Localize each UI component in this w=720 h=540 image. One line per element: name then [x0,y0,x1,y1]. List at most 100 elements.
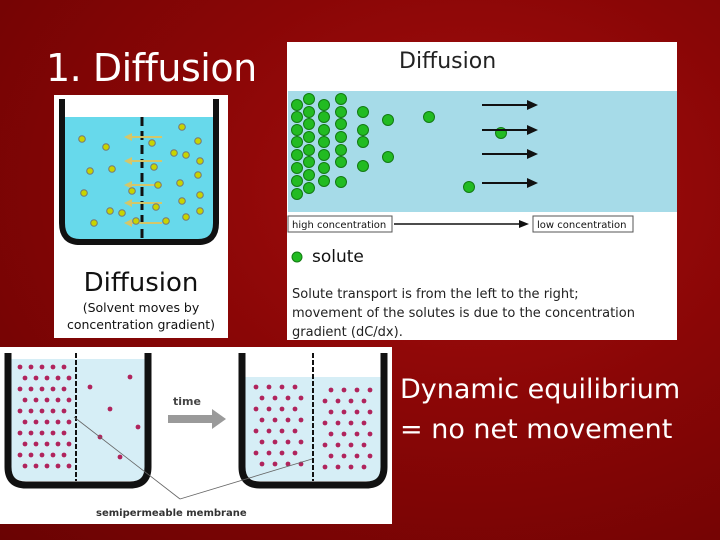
flow-arrowhead [124,199,132,207]
solute-particle [285,395,291,401]
left-container-wall [4,353,152,489]
solvent-particle [178,123,186,131]
solvent-particle [86,167,94,175]
solvent-particle [196,207,204,215]
transport-channel [288,91,677,212]
solute-particle [361,398,367,404]
solute-particle [303,106,315,118]
solute-particle [39,430,45,436]
solute-particle [55,463,61,469]
flow-arrows [482,100,538,188]
solute-particle [354,409,360,415]
low-concentration-label: low concentration [537,220,627,231]
solute-particle [279,384,285,390]
solute-particle [87,384,93,390]
equilibrium-diagram: time semipermeable membrane [0,347,392,524]
solute-particle [303,182,315,194]
solute-particle [318,124,330,136]
description-line2: movement of the solutes is due to the co… [292,306,635,321]
solute-particle [335,156,347,168]
solute-particle [44,397,50,403]
solute-particle [55,375,61,381]
solute-particle [423,111,435,123]
solute-particle [66,397,72,403]
solute-particle [22,441,28,447]
solute-particle [50,364,56,370]
solvent-particle [182,213,190,221]
solvent-particle [118,209,126,217]
solute-particle [303,144,315,156]
solute-particle [55,441,61,447]
beaker-svg: Diffusion (Solvent moves by concentratio… [59,99,219,332]
solvent-particle [150,163,158,171]
solute-particle [61,430,67,436]
solute-particle [318,99,330,111]
solute-particle [17,386,23,392]
solute-particle [303,131,315,143]
solute-particle [28,364,34,370]
solvent-particle [182,151,190,159]
equilibrium-svg: time semipermeable membrane [4,353,388,519]
solute-particle [341,387,347,393]
flow-arrowhead [124,181,132,189]
solute-particle [272,439,278,445]
solute-particle [335,464,341,470]
slide-title: 1. Diffusion [46,46,257,90]
solute-particle [292,384,298,390]
solute-particle [335,93,347,105]
solute-particle [285,461,291,467]
description-line1: Solute transport is from the left to the… [292,287,579,302]
solvent-particle [152,203,160,211]
solute-particle [66,441,72,447]
flow-arrowhead [124,133,132,141]
solute-particle [291,124,303,136]
solute-particle [253,406,259,412]
solute-particle [382,114,394,126]
solute-particle [44,375,50,381]
solute-particle [50,452,56,458]
solute-particle [335,398,341,404]
solute-particle [335,118,347,130]
solute-particle [266,428,272,434]
solute-particle [335,176,347,188]
solvent-particle [162,217,170,225]
solute-particle [259,395,265,401]
solute-particle [367,453,373,459]
solute-particle [127,374,133,380]
solute-particle [298,439,304,445]
right-container-water [244,377,384,481]
solute-particle [303,118,315,130]
solute-particle [318,136,330,148]
solute-particle [354,387,360,393]
solute-particle [357,160,369,172]
time-arrow [168,409,226,429]
solute-particle [341,409,347,415]
solute-particle [66,419,72,425]
solvent-particle [170,149,178,157]
solvent-particle [90,219,98,227]
membrane-pointer-right [179,458,313,500]
solute-particle [367,409,373,415]
solute-particle [328,409,334,415]
solute-particle [292,428,298,434]
solute-particle [259,439,265,445]
solute-particle [291,188,303,200]
solute-particle [322,420,328,426]
membrane-pointer-left [73,416,181,500]
solute-legend-marker [291,251,303,263]
solvent-particle [176,179,184,187]
solute-particle [335,144,347,156]
solute-particle [303,93,315,105]
solute-particle [328,431,334,437]
solvent-particle [132,217,140,225]
solute-particle [39,364,45,370]
solute-particle [335,420,341,426]
solute-particle [303,169,315,181]
solute-particle [66,375,72,381]
solute-particle [291,175,303,187]
solute-particle [463,181,475,193]
solute-particle [22,397,28,403]
solute-particle [117,454,123,460]
solute-particle [135,424,141,430]
solute-particle [348,442,354,448]
